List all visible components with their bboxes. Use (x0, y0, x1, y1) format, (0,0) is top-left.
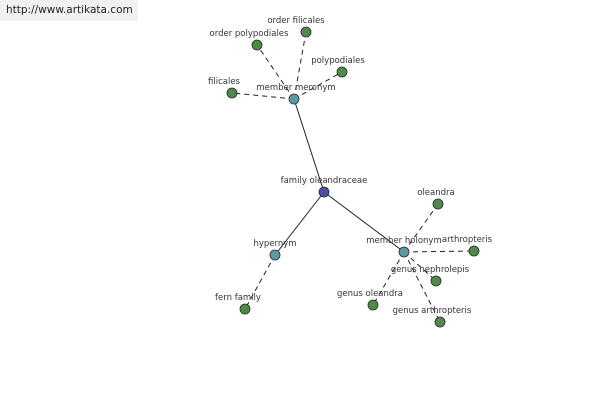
node-label-genus-nephrolepis: genus nephrolepis (391, 265, 470, 275)
node-holonym[interactable] (398, 246, 410, 258)
edge-holonym-arthropteris (403, 250, 475, 253)
edge-holonym-genus_nephrolepis (403, 251, 437, 282)
edge-meronym-order_polypodiales (256, 44, 295, 100)
node-label-order-filicales: order filicales (267, 16, 325, 26)
node-label-family: family oleandraceae (281, 176, 368, 186)
node-family[interactable] (318, 186, 330, 198)
node-hypernym[interactable] (269, 249, 281, 261)
edge-hypernym-fern_family (244, 254, 276, 310)
node-label-genus-arthropteris: genus arthropteris (393, 306, 472, 316)
node-label-polypodiales: polypodiales (311, 56, 365, 66)
nodes-layer (226, 26, 480, 328)
node-label-genus-oleandra: genus oleandra (337, 289, 403, 299)
edge-meronym-order_filicales (293, 31, 307, 100)
node-genus-nephrolepis[interactable] (430, 275, 442, 287)
node-order-filicales[interactable] (300, 26, 312, 38)
edge-family-holonym (323, 191, 405, 253)
node-genus-arthropteris[interactable] (434, 316, 446, 328)
edge-holonym-genus_arthropteris (403, 251, 441, 323)
node-oleandra[interactable] (432, 198, 444, 210)
node-label-filicales: filicales (208, 77, 241, 87)
node-filicales[interactable] (226, 87, 238, 99)
node-genus-oleandra[interactable] (367, 299, 379, 311)
node-label-order-polypodiales: order polypodiales (210, 29, 290, 39)
edge-holonym-genus_oleandra (372, 251, 405, 306)
node-label-oleandra: oleandra (417, 188, 455, 198)
node-label-hypernym: hypernym (253, 239, 296, 249)
edge-meronym-filicales (231, 92, 295, 100)
node-label-holonym: member holonym (366, 236, 441, 246)
watermark-url[interactable]: http://www.artikata.com (0, 0, 138, 21)
node-label-fern-family: fern family (215, 293, 261, 303)
edge-holonym-oleandra (403, 203, 439, 253)
edge-family-hypernym (274, 191, 325, 256)
edge-family-meronym (293, 98, 325, 193)
node-label-meronym: member meronym (256, 83, 335, 93)
node-meronym[interactable] (288, 93, 300, 105)
node-label-arthropteris: arthropteris (442, 235, 493, 245)
node-arthropteris[interactable] (468, 245, 480, 257)
edge-meronym-polypodiales (293, 71, 343, 100)
node-order-polypodiales[interactable] (251, 39, 263, 51)
labels-layer: family oleandraceae member meronym hyperny… (208, 16, 493, 316)
node-polypodiales[interactable] (336, 66, 348, 78)
node-fern-family[interactable] (239, 303, 251, 315)
edges-layer (231, 31, 475, 323)
